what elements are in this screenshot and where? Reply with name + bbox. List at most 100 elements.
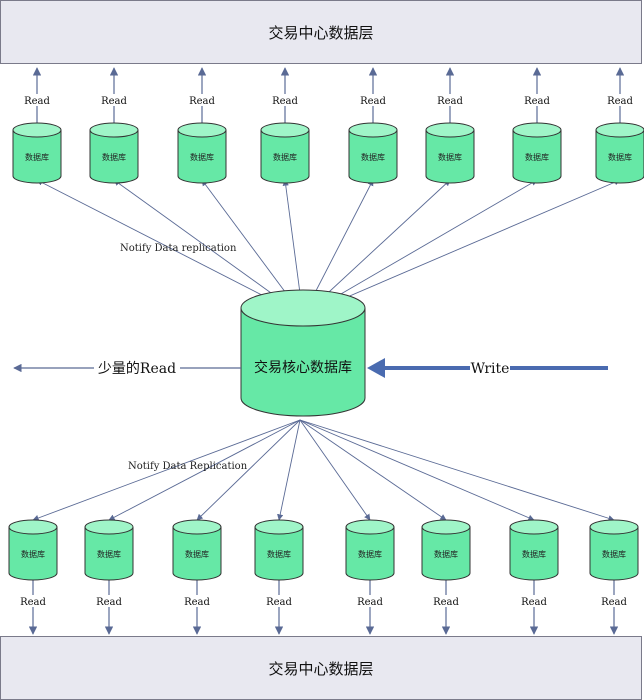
top-database-6-top — [425, 122, 475, 138]
bottom-read-label-bg-4 — [265, 595, 293, 607]
bottom-database-4-top — [254, 519, 304, 535]
top-database-4: 数据库 — [260, 122, 310, 184]
top-database-2-body — [89, 130, 139, 184]
top-data-layer: 交易中心数据层 — [0, 0, 642, 64]
bottom-database-3-top — [172, 519, 222, 535]
core-database: 交易核心数据库 — [240, 289, 366, 417]
bottom-replication-line-7 — [299, 419, 535, 521]
top-read-label-8: Read — [607, 96, 633, 107]
bottom-read-label-1: Read — [20, 597, 46, 608]
top-database-2-label: 数据库 — [102, 152, 126, 162]
top-database-8-body — [595, 130, 644, 184]
top-database-8-label: 数据库 — [608, 152, 632, 162]
bottom-database-7: 数据库 — [509, 519, 559, 581]
bottom-database-5: 数据库 — [345, 519, 395, 581]
left-read-label-bg — [94, 358, 180, 376]
bottom-database-6: 数据库 — [421, 519, 471, 581]
top-database-5: 数据库 — [348, 122, 398, 184]
top-read-label-bg-8 — [606, 94, 634, 106]
top-data-layer-label: 交易中心数据层 — [268, 23, 374, 42]
top-database-2-top — [89, 122, 139, 138]
top-read-label-3: Read — [189, 96, 215, 107]
bottom-read-label-bg-7 — [520, 595, 548, 607]
bottom-read-label-5: Read — [357, 597, 383, 608]
top-read-label-1: Read — [24, 96, 50, 107]
bottom-read-label-bg-1 — [19, 595, 47, 607]
core-database-label: 交易核心数据库 — [254, 359, 352, 376]
write-arrow-head — [367, 358, 385, 378]
top-read-label-5: Read — [360, 96, 386, 107]
top-database-6-body — [425, 130, 475, 184]
top-database-7: 数据库 — [512, 122, 562, 184]
bottom-database-2-top — [84, 519, 134, 535]
bottom-data-layer-label: 交易中心数据层 — [268, 659, 374, 678]
bottom-database-8: 数据库 — [589, 519, 639, 581]
top-database-4-top — [260, 122, 310, 138]
bottom-database-2: 数据库 — [84, 519, 134, 581]
bottom-read-label-3: Read — [184, 597, 210, 608]
bottom-replication-line-5 — [299, 419, 371, 521]
top-database-3: 数据库 — [177, 122, 227, 184]
bottom-database-4-label: 数据库 — [267, 549, 291, 559]
bottom-database-3-body — [172, 527, 222, 581]
top-read-label-bg-7 — [523, 94, 551, 106]
top-database-4-label: 数据库 — [273, 152, 297, 162]
top-read-label-bg-4 — [271, 94, 299, 106]
bottom-database-4: 数据库 — [254, 519, 304, 581]
top-read-label-bg-5 — [359, 94, 387, 106]
top-read-label-bg-2 — [100, 94, 128, 106]
bottom-database-5-label: 数据库 — [358, 549, 382, 559]
bottom-database-6-top — [421, 519, 471, 535]
bottom-database-2-body — [84, 527, 134, 581]
top-database-5-body — [348, 130, 398, 184]
top-database-3-body — [177, 130, 227, 184]
top-database-4-body — [260, 130, 310, 184]
bottom-database-1-label: 数据库 — [21, 549, 45, 559]
top-database-6: 数据库 — [425, 122, 475, 184]
bottom-read-label-7: Read — [521, 597, 547, 608]
top-replication-line-1 — [36, 179, 304, 317]
bottom-database-2-label: 数据库 — [97, 549, 121, 559]
bottom-database-5-body — [345, 527, 395, 581]
top-read-label-7: Read — [524, 96, 550, 107]
bottom-replication-line-2 — [108, 419, 301, 521]
top-read-label-2: Read — [101, 96, 127, 107]
notify-bottom-label: Notify Data Replication — [128, 461, 248, 472]
notify-top-label: Notify Data replication — [120, 243, 237, 254]
bottom-database-3: 数据库 — [172, 519, 222, 581]
bottom-read-label-bg-5 — [356, 595, 384, 607]
bottom-replication-line-4 — [277, 419, 301, 521]
top-database-7-label: 数据库 — [525, 152, 549, 162]
bottom-read-label-bg-3 — [183, 595, 211, 607]
bottom-read-label-bg-8 — [600, 595, 628, 607]
top-read-label-4: Read — [272, 96, 298, 107]
bottom-database-8-label: 数据库 — [602, 549, 626, 559]
bottom-database-7-label: 数据库 — [522, 549, 546, 559]
top-database-1-body — [12, 130, 62, 184]
top-database-7-body — [512, 130, 562, 184]
bottom-read-label-bg-6 — [432, 595, 460, 607]
bottom-database-5-top — [345, 519, 395, 535]
bottom-read-label-4: Read — [266, 597, 292, 608]
core-database-body — [240, 308, 366, 417]
bottom-read-label-bg-2 — [95, 595, 123, 607]
top-database-1: 数据库 — [12, 122, 62, 184]
bottom-read-label-6: Read — [433, 597, 459, 608]
top-replication-line-7 — [302, 179, 538, 317]
database-cylinders: 数据库数据库数据库数据库数据库数据库数据库数据库数据库数据库数据库数据库数据库数… — [8, 122, 644, 581]
top-database-3-top — [177, 122, 227, 138]
bottom-database-1-body — [8, 527, 58, 581]
bottom-database-1-top — [8, 519, 58, 535]
top-database-5-top — [348, 122, 398, 138]
write-label: Write — [471, 361, 510, 377]
top-database-1-top — [12, 122, 62, 138]
bottom-database-4-body — [254, 527, 304, 581]
top-database-8: 数据库 — [595, 122, 644, 184]
bottom-database-6-label: 数据库 — [434, 549, 458, 559]
bottom-read-label-2: Read — [96, 597, 122, 608]
bottom-database-3-label: 数据库 — [185, 549, 209, 559]
bottom-database-8-top — [589, 519, 639, 535]
top-read-label-6: Read — [437, 96, 463, 107]
